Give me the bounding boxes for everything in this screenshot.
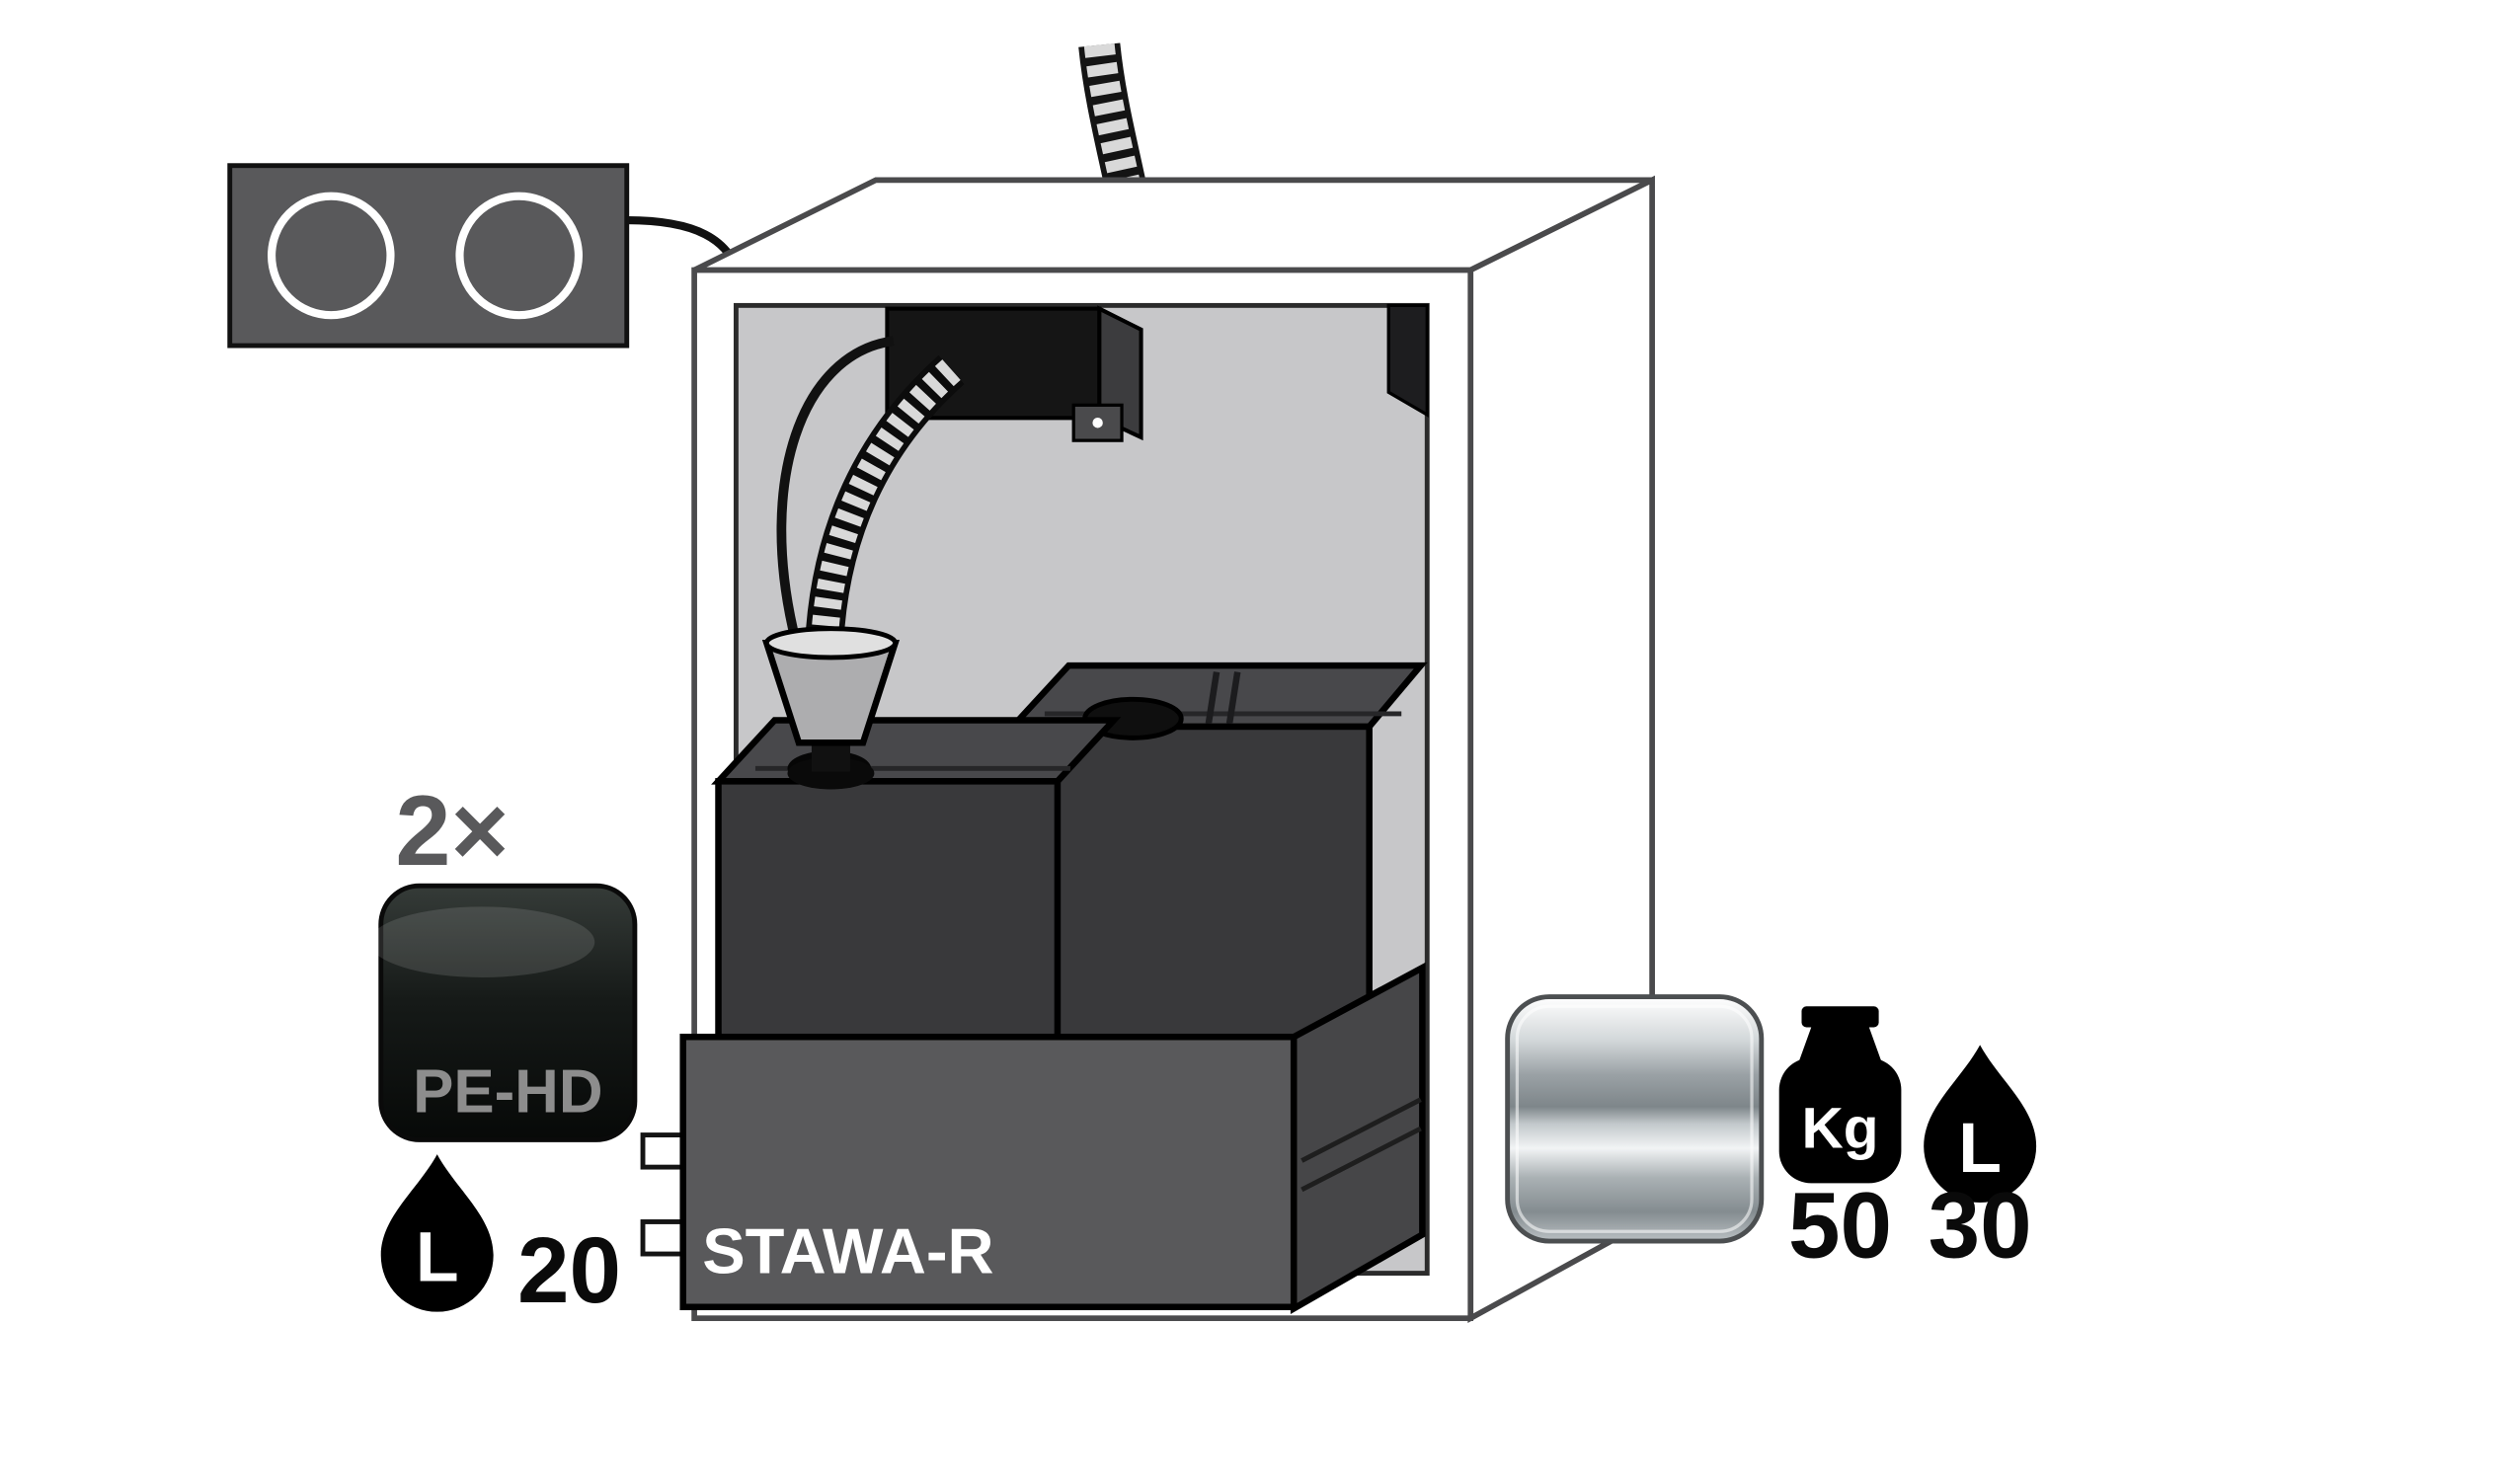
weight-neck	[1796, 1027, 1884, 1068]
weight-value-label: 50	[1788, 1174, 1892, 1278]
exhaust-hose-corrugation	[1083, 43, 1141, 187]
material-label: PE-HD	[413, 1058, 602, 1127]
funnel	[761, 626, 901, 790]
bracket-screw-icon	[1092, 418, 1103, 428]
weight-top-bar	[1801, 1006, 1879, 1028]
filling-hose-corrugation	[811, 359, 961, 641]
fan-right-icon	[455, 192, 583, 320]
pe-hd-material-swatch: PE-HD	[369, 883, 638, 1142]
fan-left-icon	[267, 192, 395, 320]
sump-model-label: STAWA-R	[702, 1215, 993, 1287]
volume-left-value: 20	[517, 1219, 621, 1323]
exhaust-hose	[1078, 42, 1145, 189]
steel-swatch-tile	[1505, 994, 1765, 1244]
quantity-label: 2×	[395, 776, 509, 887]
canister-right-handle-groove	[1205, 671, 1241, 725]
volume-unit-right-label: L	[1958, 1109, 2002, 1188]
interior-right-duct	[1386, 303, 1429, 418]
canister-left	[711, 717, 1122, 1051]
grounding-cable	[776, 336, 895, 635]
sump-bracket-lower	[640, 1219, 686, 1257]
volume-right-value: 30	[1929, 1174, 2032, 1278]
steel-swatch-inner-border	[1515, 1004, 1754, 1233]
drop-shape	[1924, 1045, 2037, 1203]
spec-left: 2× PE-HD L 20	[369, 776, 638, 1323]
sump-front-face	[679, 1033, 1298, 1311]
liquid-drop-icon-left: L	[380, 1154, 494, 1312]
filling-hose-group	[776, 336, 965, 642]
spec-right: Kg 50 L 30	[1505, 994, 2037, 1278]
steel-material-swatch	[1505, 994, 1765, 1244]
funnel-mouth	[763, 626, 898, 661]
liquid-drop-icon-right: L	[1924, 1045, 2037, 1203]
pe-hd-swatch-sheen	[369, 906, 595, 977]
funnel-collar	[787, 756, 875, 790]
canister-left-body	[715, 778, 1062, 1051]
kg-weight-icon: Kg	[1778, 1006, 1902, 1184]
extraction-unit	[227, 163, 742, 349]
sump-tray: STAWA-R	[640, 962, 1426, 1315]
drop-shape	[380, 1154, 494, 1312]
pe-hd-swatch-tile	[378, 883, 638, 1142]
volume-unit-left-label: L	[416, 1218, 459, 1297]
sump-bracket-upper	[640, 1132, 686, 1170]
canister-left-top	[711, 717, 1122, 785]
sump-rail-lines	[1300, 1097, 1422, 1193]
weight-unit-label: Kg	[1801, 1097, 1878, 1161]
weight-body	[1778, 1057, 1902, 1184]
